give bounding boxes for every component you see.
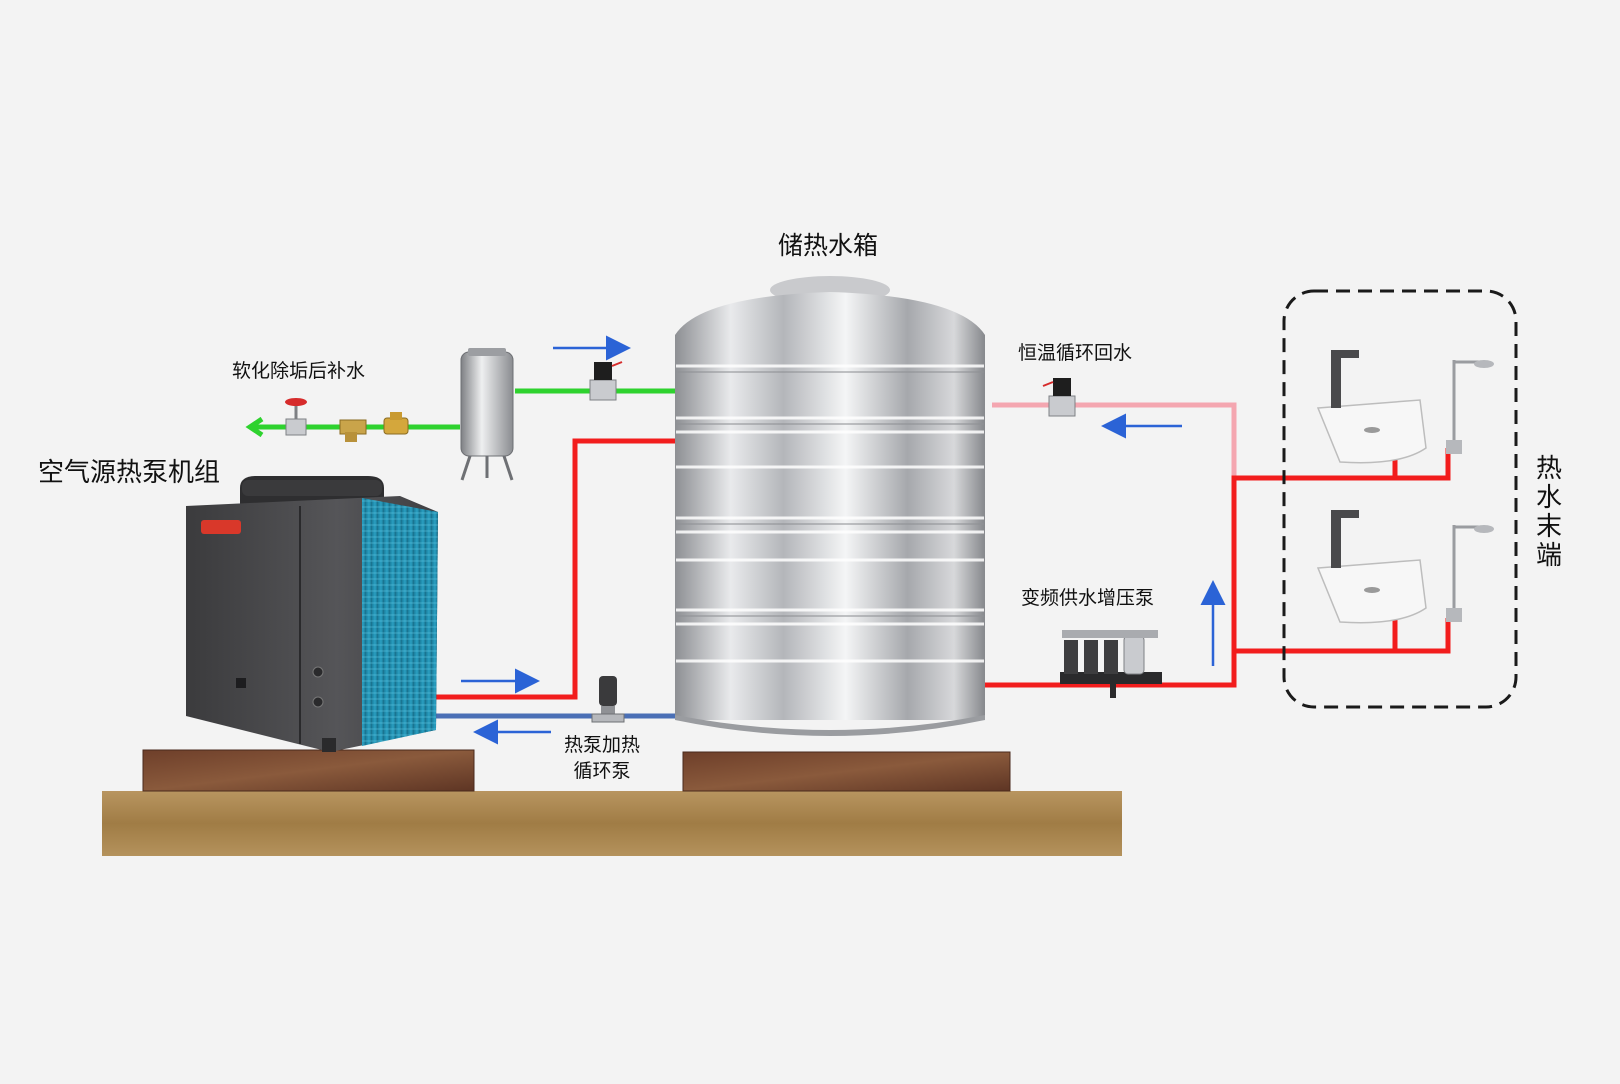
hot-supply-pipe-lower (1234, 618, 1451, 654)
brand-logo (201, 520, 241, 534)
circulation-pump-label-line2: 循环泵 (573, 760, 631, 782)
circulation-return-pipe (992, 402, 1237, 478)
faucet-icon (1331, 510, 1359, 568)
ground-slab (102, 791, 1122, 856)
heat-pump-unit-label: 空气源热泵机组 (38, 458, 221, 488)
shower-set-icon (1446, 360, 1494, 454)
makeup-inlet-chevron-icon (245, 416, 264, 438)
flow-arrows (461, 335, 1226, 745)
storage-tank-label: 储热水箱 (778, 231, 879, 260)
heat-pump-plinth (142, 749, 475, 792)
shower-set-icon (1446, 525, 1494, 622)
hot-supply-pipe-upper (982, 448, 1451, 688)
booster-pump-label: 变频供水增压泵 (1021, 587, 1155, 609)
circulation-return-label: 恒温循环回水 (1018, 342, 1133, 364)
gate-valve-icon (285, 398, 307, 436)
tank-plinth (682, 751, 1011, 792)
heat-pump-unit-icon (186, 476, 438, 752)
brass-valve-icon (383, 412, 409, 435)
circulation-pump-label-line1: 热泵加热 (564, 734, 641, 756)
return-solenoid-valve-icon (1042, 378, 1076, 417)
heat-pump-hot-pipe (436, 438, 680, 700)
solenoid-valve-icon (589, 361, 623, 401)
makeup-water-label: 软化除垢后补水 (232, 360, 366, 382)
y-strainer-icon (339, 419, 367, 442)
hot-water-terminal-label: 热水末端 (1535, 454, 1562, 571)
wash-basin-icon (1316, 559, 1427, 624)
booster-pump-set-icon (1060, 630, 1162, 698)
terminal-group-box (1282, 289, 1518, 709)
wash-basin-icon (1316, 399, 1427, 464)
softener-filter-icon (460, 348, 514, 481)
stainless-water-tank-icon (675, 276, 985, 736)
faucet-icon (1331, 350, 1359, 408)
vertical-pump-icon (591, 676, 625, 723)
circulation-pump-label: 热泵加热 循环泵 (564, 732, 640, 784)
